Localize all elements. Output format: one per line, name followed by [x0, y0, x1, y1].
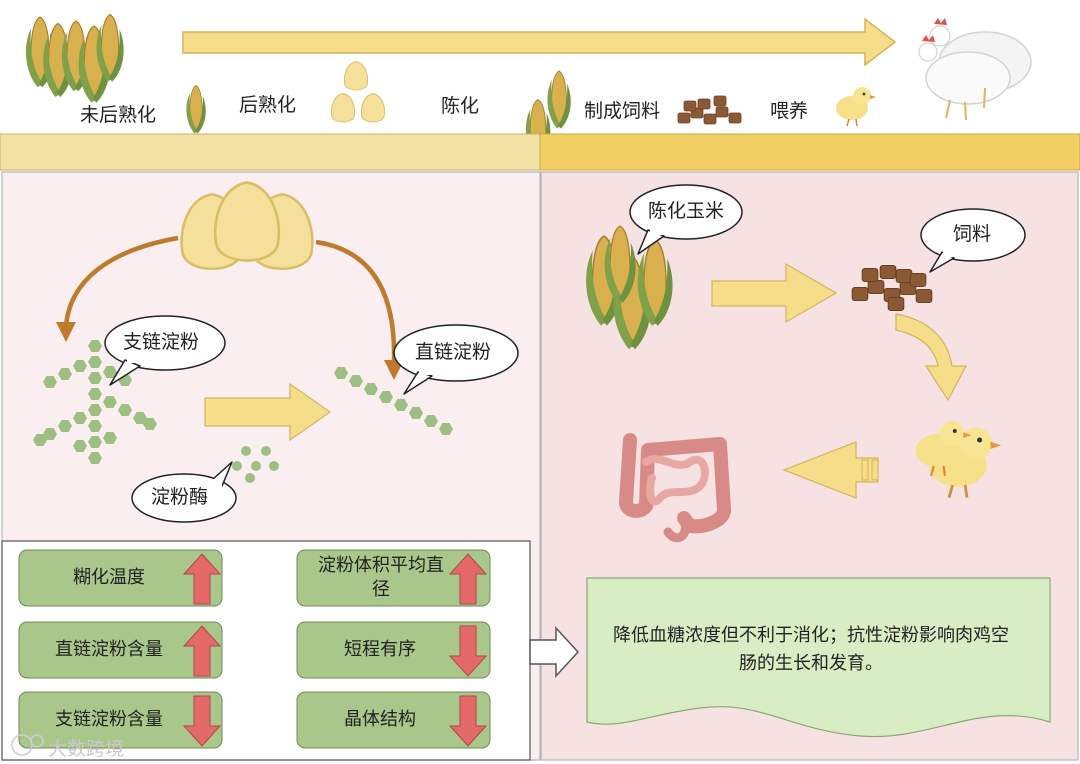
to-intestine-arrow	[782, 441, 879, 499]
result-text: 降低血糖浓度但不利于消化；抗性淀粉影响肉鸡空肠的生长和发育。	[613, 625, 1009, 674]
down-arrow-icon	[182, 695, 222, 747]
result-box	[586, 577, 1051, 738]
unripe-corn-bunch-icon	[25, 13, 125, 104]
bubble-amylose	[393, 324, 519, 395]
property-label: 支链淀粉含量	[55, 709, 163, 730]
amylase-label: 淀粉酶	[151, 486, 209, 508]
left-header-band	[0, 133, 541, 171]
stage-label-ripened: 后熟化	[239, 94, 297, 116]
bubble-feed	[920, 208, 1026, 273]
property-label: 短程有序	[344, 639, 416, 660]
up-arrow-icon	[448, 553, 488, 605]
to-feed-arrow	[711, 262, 838, 324]
curved-arrow-left	[63, 235, 179, 327]
conversion-arrow	[204, 382, 332, 442]
property-boxes	[18, 549, 491, 749]
property-label: 晶体结构	[344, 709, 416, 730]
feed-to-chick-arrow	[895, 313, 967, 402]
process-arrow	[182, 17, 897, 67]
watermark-logo-icon	[11, 734, 44, 756]
up-arrow-icon	[182, 625, 222, 677]
stage-label-aged: 陈化	[441, 95, 480, 117]
aged-corn-label: 陈化玉米	[648, 200, 725, 222]
right-header-band	[539, 133, 1080, 171]
result-connector-arrow	[529, 626, 580, 678]
property-label: 糊化温度	[73, 567, 145, 588]
chick-icon	[835, 86, 877, 127]
intestine-icon	[619, 433, 731, 543]
corn-icon	[186, 85, 207, 134]
property-label: 淀粉体积平均直径	[318, 555, 444, 600]
chickens-icon	[918, 18, 1032, 121]
amylase-dots	[232, 446, 279, 483]
property-label: 直链淀粉含量	[55, 639, 163, 660]
down-arrow-icon	[448, 625, 488, 677]
bubble-amylopectin	[104, 315, 226, 386]
down-arrow-icon	[448, 695, 488, 747]
up-arrow-icon	[182, 553, 222, 605]
feed-label: 饲料	[953, 223, 992, 245]
stage-label-feed: 制成饲料	[584, 100, 661, 122]
amylose-label: 直链淀粉	[415, 341, 492, 363]
amylopectin-label: 支链淀粉	[123, 331, 200, 353]
stage-label-unripe: 未后熟化	[80, 104, 157, 126]
curved-arrow-right	[315, 239, 397, 363]
feed-pellets-icon	[677, 95, 742, 125]
bubble-aged-corn	[629, 184, 743, 255]
corn-kernels-icon	[330, 61, 386, 123]
bubble-amylase	[131, 461, 237, 523]
stage-label-feeding: 喂养	[770, 100, 809, 122]
watermark-text: 大数跨境	[48, 738, 125, 760]
